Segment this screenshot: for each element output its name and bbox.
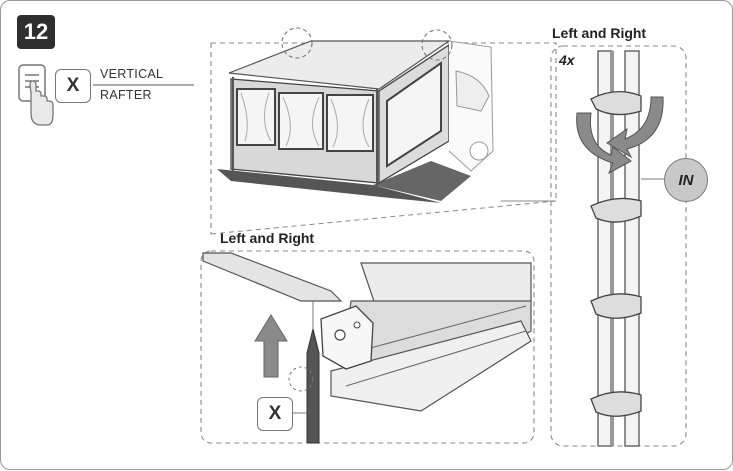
- bottom-panel-title: Left and Right: [220, 230, 315, 246]
- x-callout-box: X: [257, 397, 293, 431]
- rafter-detail-panel: [200, 250, 535, 444]
- strap-detail-panel: [550, 45, 687, 447]
- legend-line1: VERTICAL: [100, 67, 164, 81]
- x-legend-box: X: [55, 69, 91, 103]
- awning-overview-panel: [210, 27, 557, 234]
- step-number-badge: 12: [17, 15, 55, 49]
- legend-line2: RAFTER: [100, 88, 152, 102]
- in-badge: IN: [664, 158, 708, 202]
- hand-pointer-icon: [29, 80, 54, 126]
- arrow-up-icon: [254, 314, 288, 378]
- right-panel-title: Left and Right: [552, 25, 647, 41]
- count-label: 4x: [559, 52, 575, 68]
- curved-arrow-icon: [576, 96, 664, 175]
